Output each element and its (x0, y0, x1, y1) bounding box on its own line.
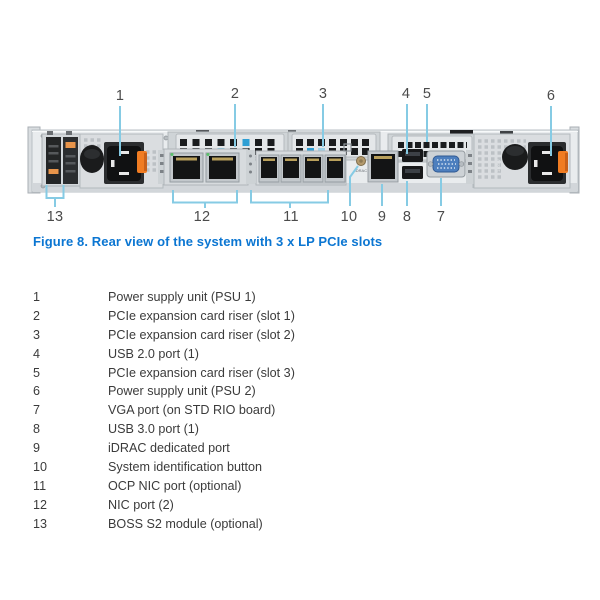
legend-number: 7 (33, 403, 41, 418)
legend-row: 1 Power supply unit (PSU 1) (33, 290, 600, 309)
legend-label: USB 3.0 port (1) (108, 422, 199, 437)
legend-row: 12 NIC port (2) (33, 498, 600, 517)
legend-number: 6 (33, 384, 41, 399)
psu-2: 1400W (473, 133, 571, 189)
psu2-wattage-label: 1400W (496, 159, 501, 172)
legend-row: 8 USB 3.0 port (1) (33, 422, 600, 441)
legend-row: 5 PCIe expansion card riser (slot 3) (33, 366, 600, 385)
legend-number: 8 (33, 422, 41, 437)
legend-label: PCIe expansion card riser (slot 3) (108, 365, 295, 380)
psu2-power-inlet (531, 146, 563, 181)
callout-11: 11 (283, 209, 299, 225)
legend-label: VGA port (on STD RIO board) (108, 403, 276, 418)
legend-row: 13 BOSS S2 module (optional) (33, 517, 600, 536)
legend-number: 13 (33, 516, 48, 531)
legend-row: 9 iDRAC dedicated port (33, 441, 600, 460)
legend-row: 10 System identification button (33, 460, 600, 479)
legend-label: OCP NIC port (optional) (108, 478, 242, 493)
callout-7: 7 (436, 209, 446, 225)
rear-view-figure: iDRAC (0, 0, 600, 230)
boss-s2-module (41, 131, 81, 187)
legend-label: Power supply unit (PSU 1) (108, 290, 256, 304)
callout-8: 8 (402, 209, 412, 225)
callout-3: 3 (318, 86, 328, 102)
legend-row: 6 Power supply unit (PSU 2) (33, 384, 600, 403)
legend-number: 2 (33, 308, 41, 323)
figure-caption: Figure 8. Rear view of the system with 3… (33, 234, 383, 249)
psu-1 (79, 133, 164, 189)
tag-icon (343, 143, 352, 152)
ocp-nic-ports (255, 150, 347, 186)
callout-4: 4 (401, 86, 411, 102)
legend-number: 5 (33, 365, 41, 380)
callout-13: 13 (46, 209, 64, 225)
callout-9: 9 (377, 209, 387, 225)
legend-row: 7 VGA port (on STD RIO board) (33, 403, 600, 422)
legend-label: PCIe expansion card riser (slot 1) (108, 308, 295, 323)
callout-1: 1 (115, 88, 125, 104)
legend-row: 3 PCIe expansion card riser (slot 2) (33, 328, 600, 347)
callout-2: 2 (230, 86, 240, 102)
callout-6: 6 (546, 88, 556, 104)
legend-label: System identification button (108, 460, 263, 475)
legend-number: 12 (33, 497, 48, 512)
callout-leader-lines (45, 104, 552, 208)
callout-12: 12 (193, 209, 211, 225)
legend-number: 9 (33, 441, 41, 456)
legend-number: 1 (33, 290, 41, 304)
legend-number: 10 (33, 460, 48, 475)
legend-number: 4 (33, 346, 41, 361)
legend-row: 11 OCP NIC port (optional) (33, 479, 600, 498)
legend-label: USB 2.0 port (1) (108, 346, 199, 361)
callout-10: 10 (340, 209, 358, 225)
legend-label: Power supply unit (PSU 2) (108, 384, 256, 399)
nic-ports (158, 148, 255, 186)
legend-row: 2 PCIe expansion card riser (slot 1) (33, 309, 600, 328)
legend-label: NIC port (2) (108, 497, 174, 512)
legend-number: 3 (33, 327, 41, 342)
legend-label: PCIe expansion card riser (slot 2) (108, 327, 295, 342)
legend-row: 4 USB 2.0 port (1) (33, 347, 600, 366)
idrac-silkscreen-label: iDRAC (355, 168, 367, 173)
legend-number: 11 (33, 478, 47, 493)
rear-io-board: iDRAC (343, 143, 474, 184)
legend-label: iDRAC dedicated port (108, 441, 230, 456)
callout-5: 5 (422, 86, 432, 102)
legend-label: BOSS S2 module (optional) (108, 516, 263, 531)
psu1-power-inlet (107, 146, 141, 181)
server-rear-illustration: iDRAC (27, 104, 580, 208)
